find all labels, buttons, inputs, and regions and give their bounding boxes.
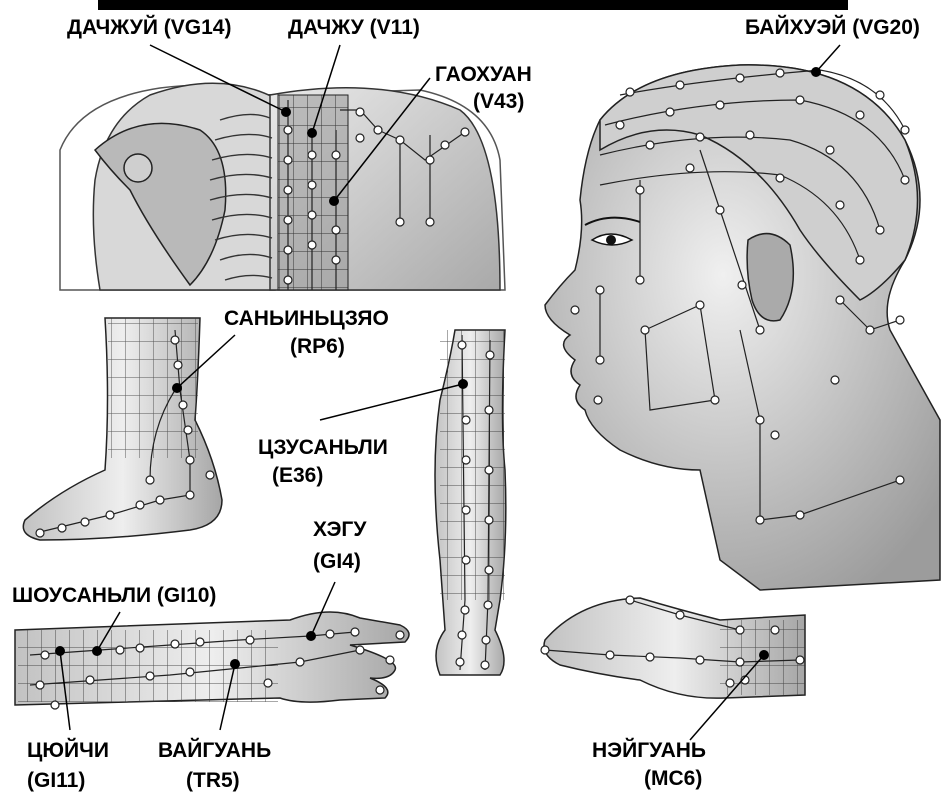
label-gaohuang-code: (V43) [473, 91, 524, 113]
label-zusanli-code: (E36) [272, 465, 323, 487]
label-sanyinjiao-name: САНЬИНЬЦЗЯО [224, 308, 389, 330]
label-waiguan-name: ВАЙГУАНЬ [158, 740, 271, 762]
label-sanyinjiao-code: (RP6) [290, 336, 345, 358]
label-dazhui: ДАЧЖУЙ (VG14) [67, 17, 231, 39]
label-dazhu: ДАЧЖУ (V11) [288, 17, 420, 39]
foot-figure [23, 318, 222, 540]
arm-left-figure [15, 612, 409, 709]
back-figure [60, 83, 505, 290]
arm-right-figure [541, 596, 805, 698]
label-hegu-code: (GI4) [313, 551, 361, 573]
label-shousanli: ШОУСАНЬЛИ (GI10) [12, 585, 216, 607]
label-hegu-name: ХЭГУ [313, 519, 366, 541]
label-gaohuang-name: ГАОХУАН [435, 64, 532, 86]
head-figure [545, 65, 940, 590]
label-zusanli-name: ЦЗУСАНЬЛИ [258, 437, 388, 459]
label-waiguan-code: (TR5) [186, 770, 240, 792]
label-quchi-code: (GI11) [27, 770, 85, 792]
label-quchi-name: ЦЮЙЧИ [27, 740, 109, 762]
label-baihui: БАЙХУЭЙ (VG20) [745, 17, 920, 39]
label-neiguan-code: (MC6) [644, 768, 702, 790]
leg-figure [435, 330, 506, 675]
label-neiguan-name: НЭЙГУАНЬ [592, 740, 706, 762]
